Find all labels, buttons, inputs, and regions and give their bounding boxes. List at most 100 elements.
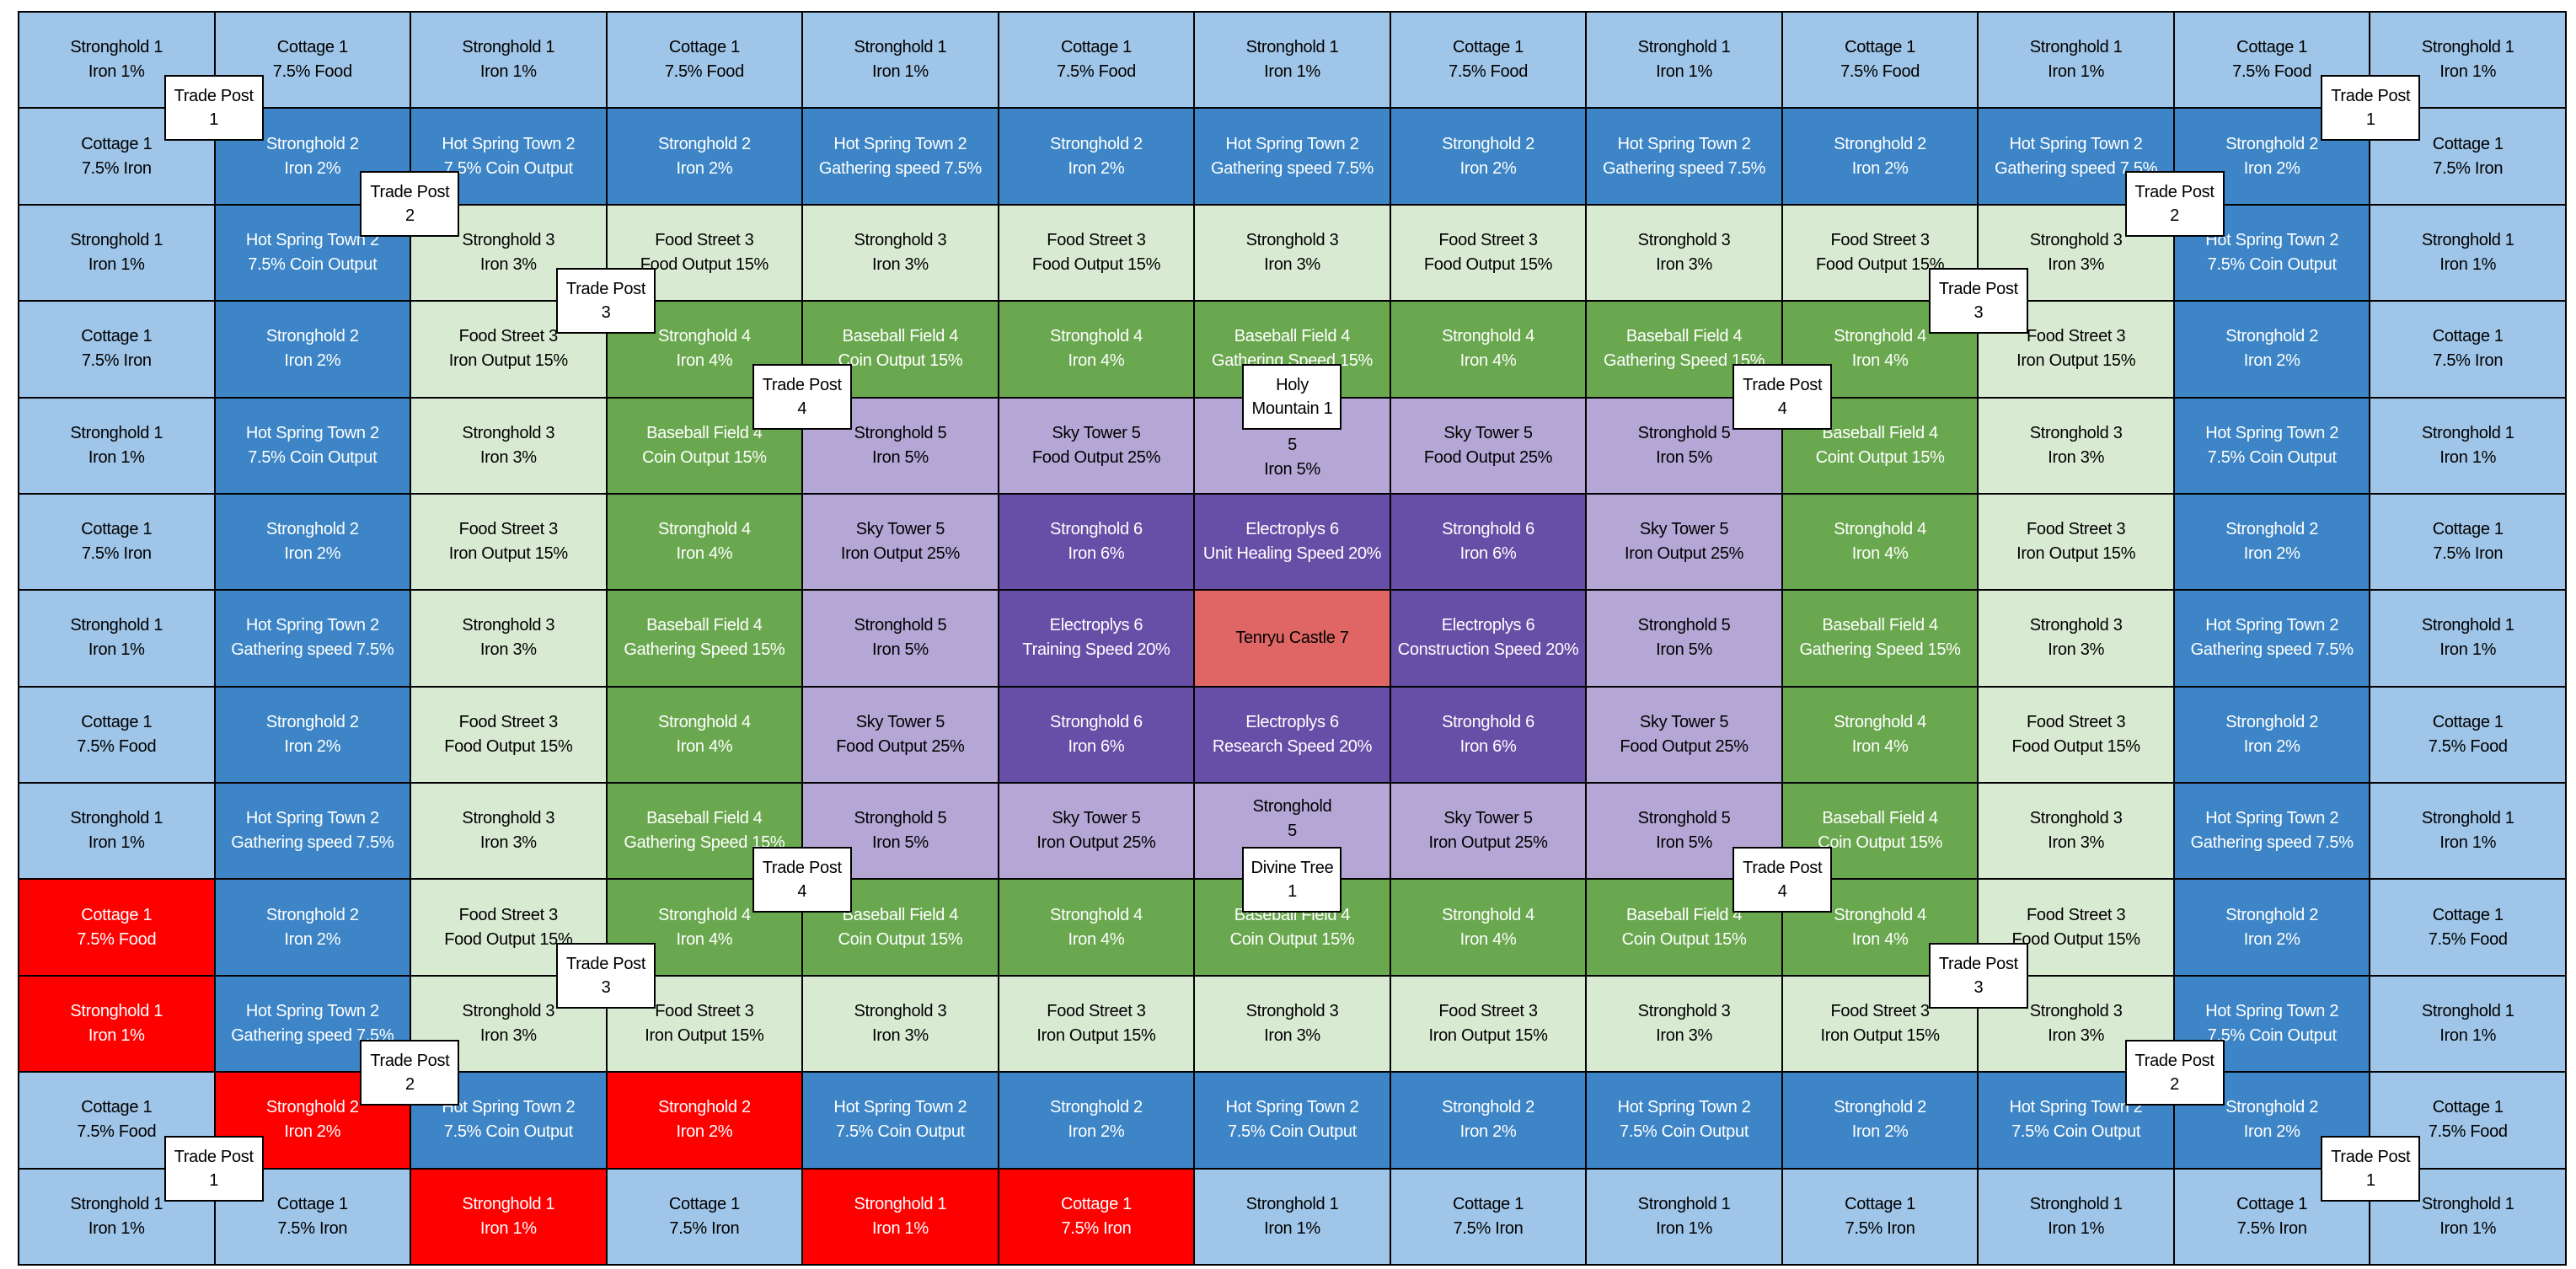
map-cell[interactable]: Stronghold 1 Iron 1%	[19, 975, 215, 1073]
map-cell[interactable]: Cottage 1 7.5% Iron	[19, 301, 215, 398]
map-cell[interactable]: Hot Spring Town 2 Gathering speed 7.5%	[802, 108, 999, 205]
map-cell[interactable]: Cottage 1 7.5% Iron	[19, 108, 215, 205]
map-cell[interactable]: Cottage 1 7.5% Iron	[998, 1168, 1195, 1265]
map-cell[interactable]: Cottage 1 7.5% Food	[606, 12, 803, 109]
map-cell[interactable]: Electroplys 6 Construction Speed 20%	[1390, 590, 1587, 687]
map-cell[interactable]: Electroplys 6 Unit Healing Speed 20%	[1194, 493, 1390, 591]
map-cell[interactable]: Stronghold 1 Iron 1%	[2370, 590, 2566, 687]
map-cell[interactable]: Cottage 1 7.5% Iron	[19, 493, 215, 591]
map-cell[interactable]: Stronghold 3 Iron 3%	[1586, 204, 1782, 302]
map-cell[interactable]: Baseball Field 4 Gathering Speed 15%	[1781, 590, 1979, 687]
map-cell[interactable]: Stronghold 6 Iron 6%	[1390, 493, 1587, 591]
map-cell[interactable]: Stronghold 5 Iron 5%	[802, 590, 999, 687]
map-cell[interactable]: Stronghold 4 Iron 4%	[998, 301, 1195, 398]
map-cell[interactable]: Stronghold 2 Iron 2%	[998, 1072, 1195, 1169]
map-cell[interactable]: Cottage 1 7.5% Iron	[2370, 301, 2566, 398]
map-cell[interactable]: Stronghold 2 Iron 2%	[214, 879, 411, 976]
map-cell[interactable]: Stronghold 4 Iron 4%	[606, 493, 803, 591]
map-cell[interactable]: Food Street 3 Iron Output 15%	[410, 493, 607, 591]
map-cell[interactable]: Stronghold 3 Iron 3%	[1978, 590, 2174, 687]
map-cell[interactable]: Stronghold 1 Iron 1%	[2370, 1168, 2566, 1265]
map-cell[interactable]: Food Street 3 Food Output 15%	[998, 204, 1195, 302]
map-cell[interactable]: Stronghold 2 Iron 2%	[214, 301, 411, 398]
map-cell[interactable]: Stronghold 2 Iron 2%	[2173, 879, 2370, 976]
map-cell[interactable]: Hot Spring Town 2 Gathering speed 7.5%	[1978, 108, 2174, 205]
map-cell[interactable]: Sky Tower 5 Food Output 25%	[998, 397, 1195, 494]
map-cell[interactable]: Hot Spring Town 2 7.5% Coin Output	[1194, 1072, 1390, 1169]
map-cell[interactable]: Stronghold 2 Iron 2%	[214, 493, 411, 591]
map-cell[interactable]: Cottage 1 7.5% Iron	[1390, 1168, 1587, 1265]
map-cell[interactable]: Stronghold 1 Iron 1%	[19, 590, 215, 687]
map-cell[interactable]: Cottage 1 7.5% Food	[1390, 12, 1587, 109]
map-cell[interactable]: Tenryu Castle 7	[1194, 590, 1390, 687]
map-cell[interactable]: Stronghold 1 Iron 1%	[410, 1168, 607, 1265]
map-cell[interactable]: Stronghold 2 Iron 2%	[606, 1072, 803, 1169]
map-cell[interactable]: Stronghold 1 Iron 1%	[1194, 12, 1390, 109]
map-cell[interactable]: Cottage 1 7.5% Iron	[1781, 1168, 1979, 1265]
map-cell[interactable]: Cottage 1 7.5% Food	[2370, 879, 2566, 976]
map-cell[interactable]: Stronghold 2 Iron 2%	[2173, 686, 2370, 784]
map-cell[interactable]: Hot Spring Town 2 7.5% Coin Output	[2173, 397, 2370, 494]
map-cell[interactable]: Stronghold 1 Iron 1%	[1194, 1168, 1390, 1265]
map-cell[interactable]: Electroplys 6 Training Speed 20%	[998, 590, 1195, 687]
map-cell[interactable]: Stronghold 4 Iron 4%	[1390, 301, 1587, 398]
map-cell[interactable]: Food Street 3 Iron Output 15%	[998, 975, 1195, 1073]
map-cell[interactable]: Stronghold 1 Iron 1%	[2370, 783, 2566, 880]
map-cell[interactable]: Stronghold 2 Iron 2%	[1390, 108, 1587, 205]
map-cell[interactable]: Stronghold 1 Iron 1%	[1978, 1168, 2174, 1265]
map-cell[interactable]: Stronghold 3 Iron 3%	[1194, 975, 1390, 1073]
map-cell[interactable]: Hot Spring Town 2 7.5% Coin Output	[1586, 1072, 1782, 1169]
map-cell[interactable]: Cottage 1 7.5% Iron	[606, 1168, 803, 1265]
map-cell[interactable]: Stronghold 6 Iron 6%	[998, 493, 1195, 591]
map-cell[interactable]: Stronghold 6 Iron 6%	[998, 686, 1195, 784]
map-cell[interactable]: Food Street 3 Iron Output 15%	[1390, 975, 1587, 1073]
map-cell[interactable]: Stronghold 1 Iron 1%	[410, 12, 607, 109]
map-cell[interactable]: Cottage 1 7.5% Iron	[2370, 493, 2566, 591]
map-cell[interactable]: Stronghold 5 Iron 5%	[1586, 590, 1782, 687]
map-cell[interactable]: Baseball Field 4 Coin Output 15%	[802, 301, 999, 398]
map-cell[interactable]: Stronghold 1 Iron 1%	[1586, 1168, 1782, 1265]
map-cell[interactable]: Stronghold 3 Iron 3%	[802, 975, 999, 1073]
map-cell[interactable]: Stronghold 1 Iron 1%	[19, 783, 215, 880]
map-cell[interactable]: Stronghold 1 Iron 1%	[19, 12, 215, 109]
map-cell[interactable]: Hot Spring Town 2 Gathering speed 7.5%	[1194, 108, 1390, 205]
map-cell[interactable]: Stronghold 2 Iron 2%	[2173, 301, 2370, 398]
map-cell[interactable]: Stronghold 1 Iron 1%	[19, 1168, 215, 1265]
map-cell[interactable]: Stronghold 1 Iron 1%	[19, 204, 215, 302]
map-cell[interactable]: Sky Tower 5 Food Output 25%	[802, 686, 999, 784]
map-cell[interactable]: Stronghold 2 Iron 2%	[1781, 108, 1979, 205]
map-cell[interactable]: Stronghold 2 Iron 2%	[214, 686, 411, 784]
map-cell[interactable]: Stronghold 3 Iron 3%	[410, 783, 607, 880]
map-cell[interactable]: Stronghold 3 Iron 3%	[1586, 975, 1782, 1073]
map-cell[interactable]: Stronghold 1 Iron 1%	[2370, 204, 2566, 302]
map-cell[interactable]: Food Street 3 Food Output 15%	[1978, 686, 2174, 784]
map-cell[interactable]: Stronghold 1 Iron 1%	[802, 12, 999, 109]
map-cell[interactable]: Hot Spring Town 2 Gathering speed 7.5%	[1586, 108, 1782, 205]
map-cell[interactable]: Hot Spring Town 2 Gathering speed 7.5%	[214, 590, 411, 687]
map-cell[interactable]: Sky Tower 5 Food Output 25%	[1390, 397, 1587, 494]
map-cell[interactable]: Stronghold 4 Iron 4%	[1781, 686, 1979, 784]
map-cell[interactable]: Cottage 1 7.5% Food	[19, 879, 215, 976]
map-cell[interactable]: Food Street 3 Food Output 15%	[410, 686, 607, 784]
map-cell[interactable]: Sky Tower 5 Iron Output 25%	[998, 783, 1195, 880]
map-cell[interactable]: Stronghold 3 Iron 3%	[1978, 783, 2174, 880]
map-cell[interactable]: Stronghold 1 Iron 1%	[2370, 397, 2566, 494]
map-cell[interactable]: Food Street 3 Iron Output 15%	[410, 301, 607, 398]
map-cell[interactable]: Baseball Field 4 Gathering Speed 15%	[606, 590, 803, 687]
map-cell[interactable]: Sky Tower 5 Iron Output 25%	[1586, 493, 1782, 591]
map-cell[interactable]: Sky Tower 5 Iron Output 25%	[802, 493, 999, 591]
map-cell[interactable]: Stronghold 4 Iron 4%	[998, 879, 1195, 976]
map-cell[interactable]: Sky Tower 5 Food Output 25%	[1586, 686, 1782, 784]
map-cell[interactable]: Stronghold 3 Iron 3%	[1194, 204, 1390, 302]
map-cell[interactable]: Stronghold 3 Iron 3%	[410, 590, 607, 687]
map-cell[interactable]: Hot Spring Town 2 Gathering speed 7.5%	[214, 783, 411, 880]
map-cell[interactable]: Food Street 3 Food Output 15%	[1390, 204, 1587, 302]
map-cell[interactable]: Stronghold 1 Iron 1%	[1978, 12, 2174, 109]
map-cell[interactable]: Cottage 1 7.5% Food	[998, 12, 1195, 109]
map-cell[interactable]: Sky Tower 5 Iron Output 25%	[1390, 783, 1587, 880]
map-cell[interactable]: Hot Spring Town 2 7.5% Coin Output	[802, 1072, 999, 1169]
map-cell[interactable]: Stronghold 1 Iron 1%	[1586, 12, 1782, 109]
map-cell[interactable]: Stronghold 2 Iron 2%	[998, 108, 1195, 205]
map-cell[interactable]: Stronghold 2 Iron 2%	[1390, 1072, 1587, 1169]
map-cell[interactable]: Stronghold 6 Iron 6%	[1390, 686, 1587, 784]
